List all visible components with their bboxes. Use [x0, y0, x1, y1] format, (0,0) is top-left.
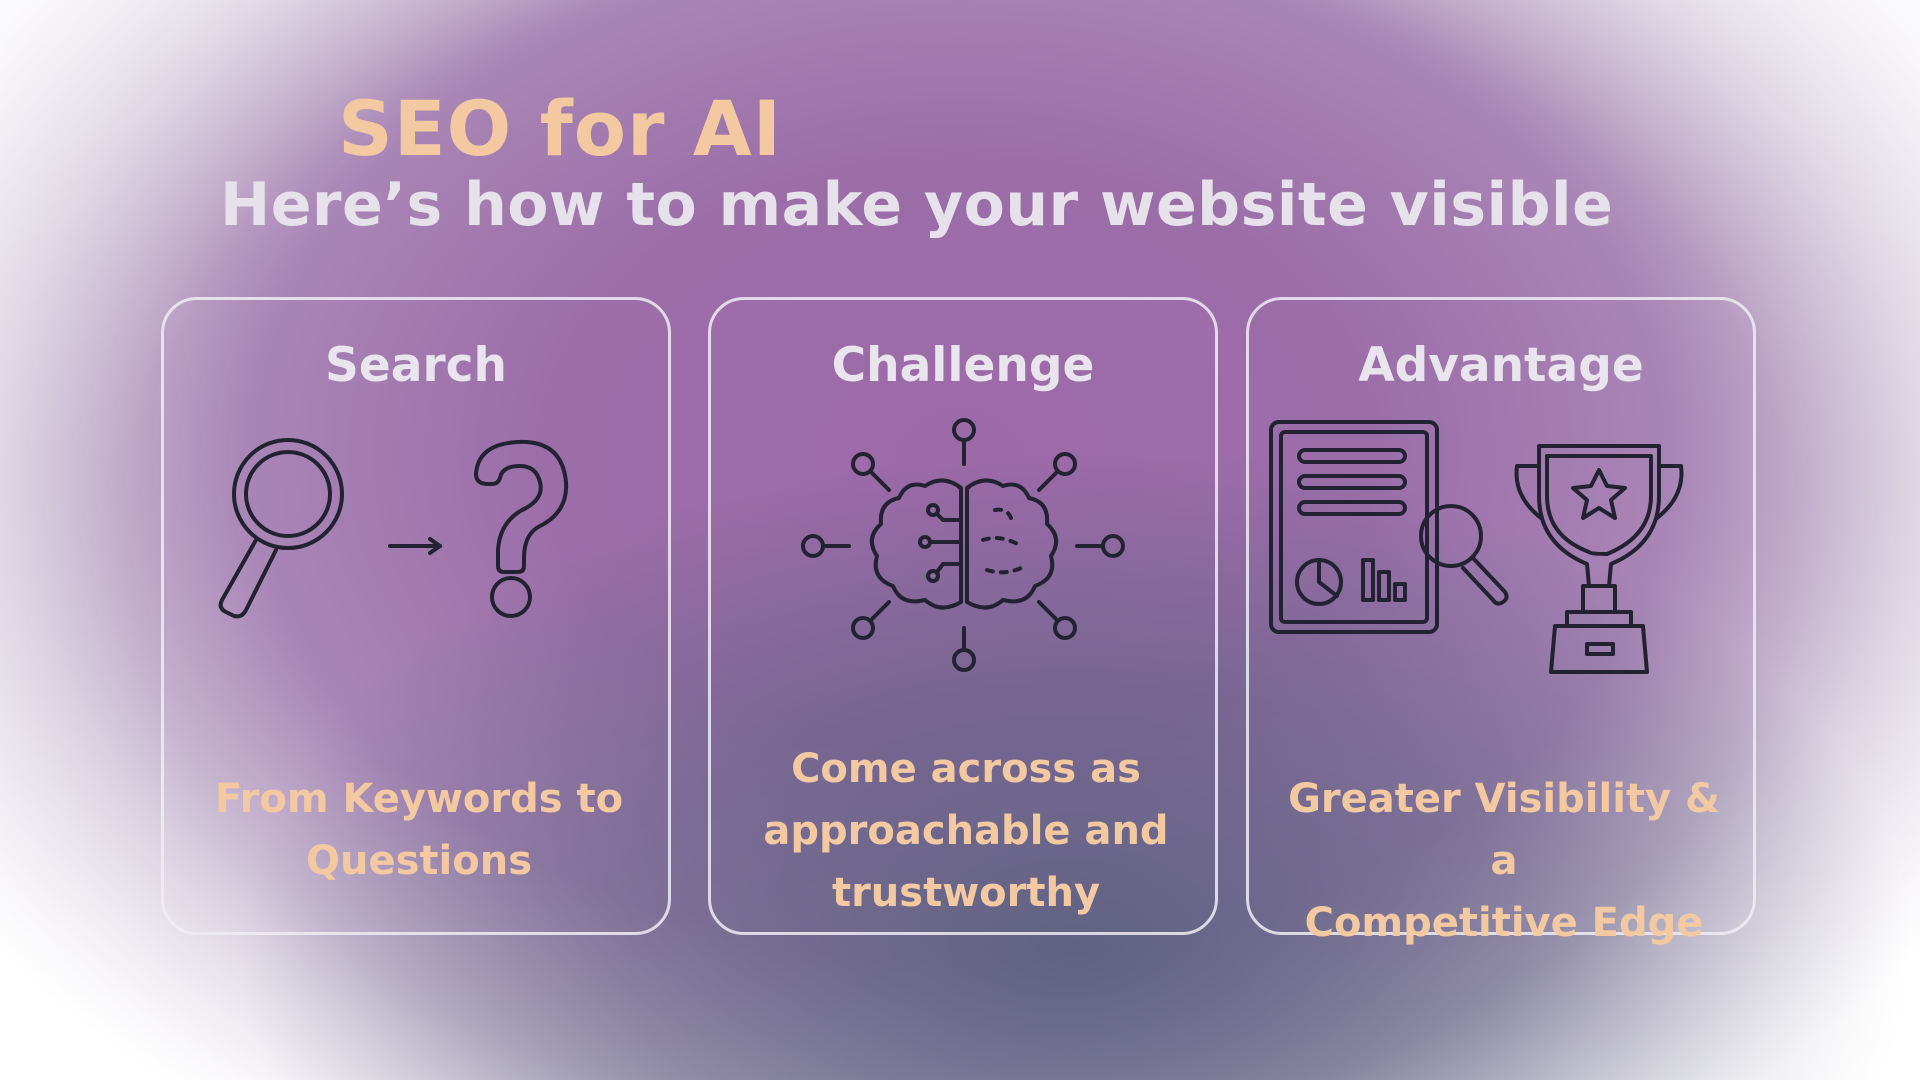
trophy-icon: [1514, 444, 1684, 674]
card-description: Greater Visibility & a Competitive Edge: [1269, 768, 1739, 954]
card-heading: Search: [325, 338, 507, 393]
card-description-line: Competitive Edge: [1304, 900, 1704, 946]
card-heading: Advantage: [1358, 338, 1644, 393]
question-mark-icon: [474, 439, 569, 618]
card-description-line: Greater Visibility & a: [1288, 776, 1720, 884]
card-description-line: Come across as: [791, 746, 1141, 792]
card-search: Search: [161, 297, 671, 935]
advantage-illustration: [1269, 420, 1684, 674]
brain-network-icon: [801, 418, 1125, 672]
search-illustration: [218, 438, 569, 619]
magnifying-glass-icon: [218, 438, 344, 619]
arrow-right-icon: [388, 537, 442, 555]
card-description-line: Questions: [305, 838, 532, 884]
card-heading: Challenge: [831, 338, 1095, 393]
report-analysis-icon: [1269, 420, 1509, 634]
page-subtitle: Here’s how to make your website visible: [220, 170, 1614, 240]
card-icons: [1249, 400, 1759, 690]
card-description-line: trustworthy: [831, 870, 1101, 916]
card-description: From Keywords to Questions: [184, 768, 654, 892]
card-icons: [711, 400, 1221, 690]
challenge-illustration: [801, 418, 1125, 672]
card-challenge: Challenge: [708, 297, 1218, 935]
card-description-line: approachable and: [763, 808, 1169, 854]
card-icons: [164, 400, 674, 690]
page-title: SEO for AI: [338, 84, 783, 173]
card-description: Come across as approachable and trustwor…: [731, 738, 1201, 924]
card-description-line: From Keywords to: [214, 776, 624, 822]
card-advantage: Advantage: [1246, 297, 1759, 946]
